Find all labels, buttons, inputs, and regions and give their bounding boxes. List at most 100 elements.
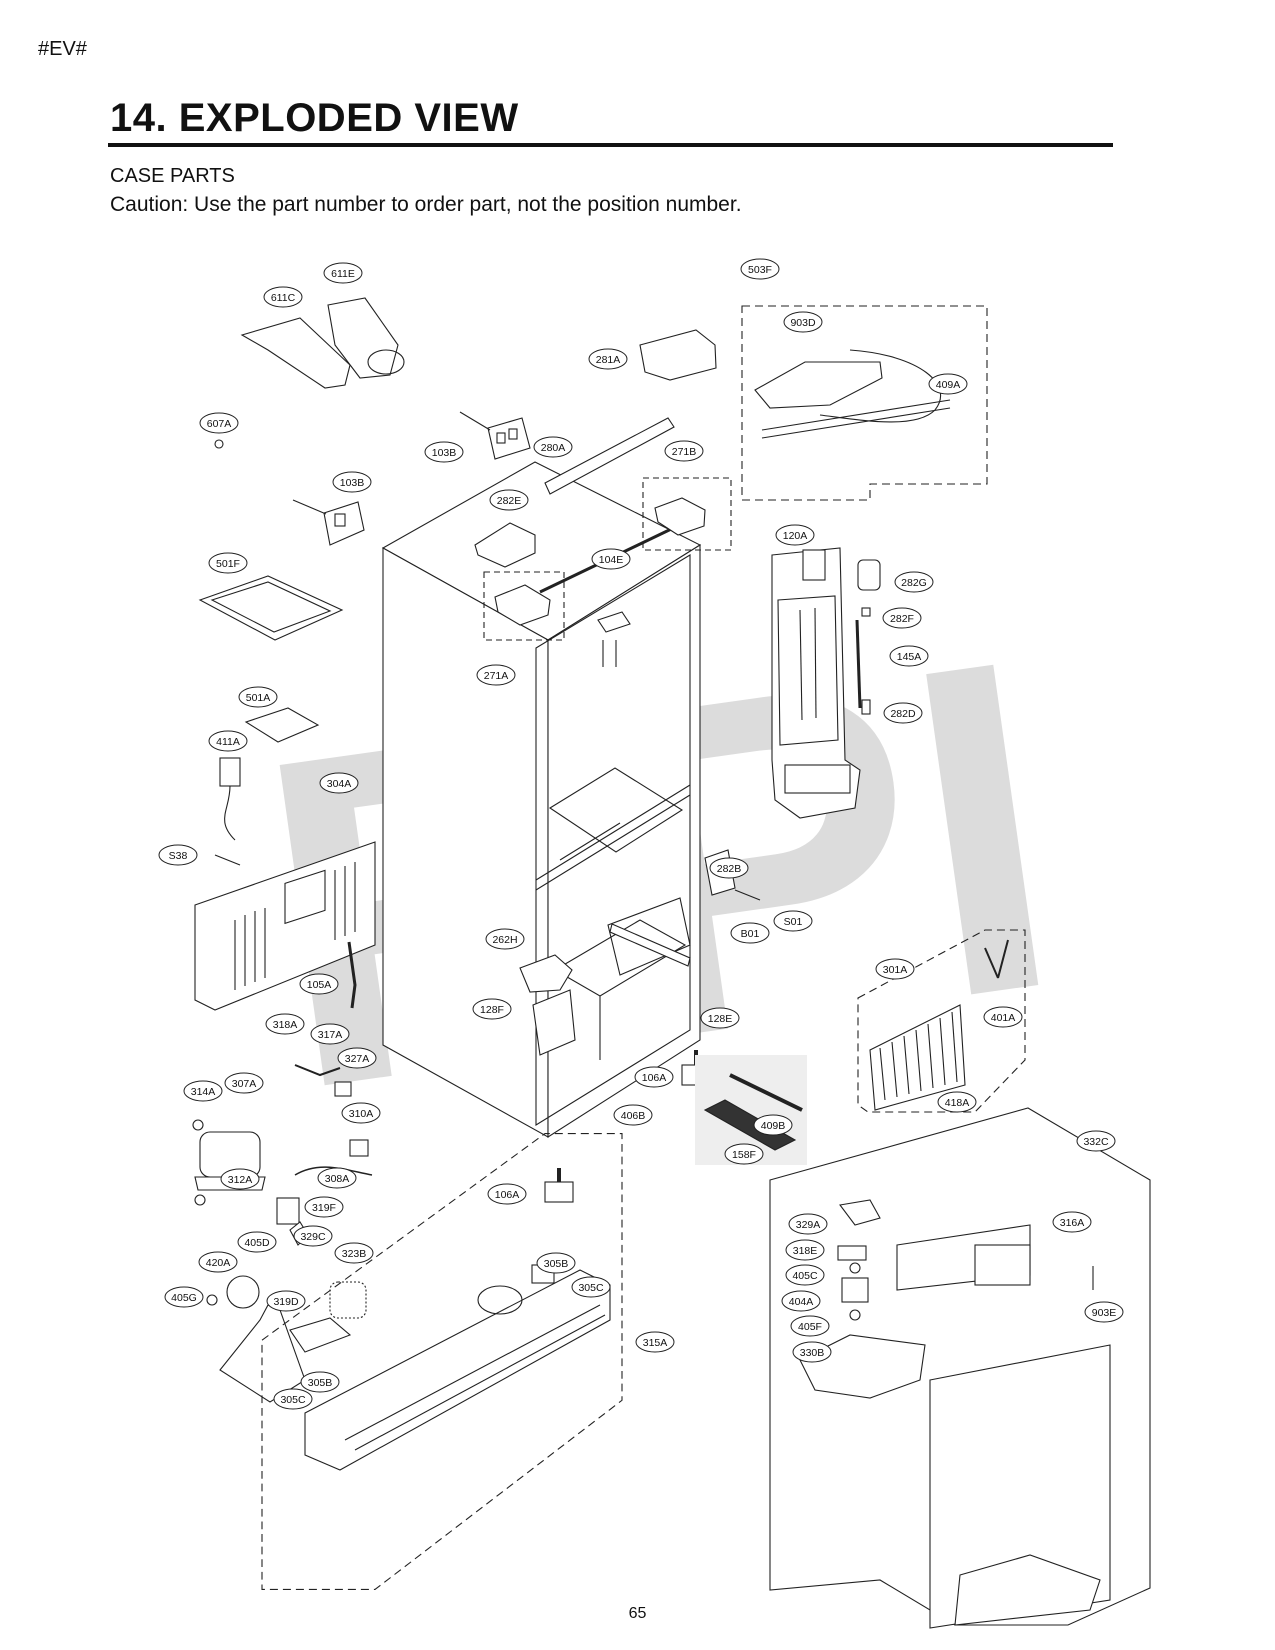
callout-405d: 405D [237, 1231, 277, 1253]
page-number: 65 [628, 1605, 647, 1622]
control-box-128f [532, 989, 576, 1056]
callout-418a: 418A [937, 1091, 977, 1113]
callout-420a: 420A [198, 1251, 238, 1273]
top-cover-281a [639, 329, 717, 381]
callout-106a: 106A [634, 1066, 674, 1088]
callout-128e: 128E [700, 1007, 740, 1029]
svg-text:S01: S01 [784, 916, 803, 928]
callout-282e: 282E [489, 489, 529, 511]
nut-405c [849, 1262, 861, 1274]
svg-text:903D: 903D [790, 317, 816, 329]
svg-text:310A: 310A [349, 1108, 374, 1120]
callout-332c: 332C [1076, 1130, 1116, 1152]
capillary-318a [294, 1064, 341, 1077]
svg-text:282B: 282B [717, 863, 742, 875]
callout-607a: 607A [199, 412, 239, 434]
callout-282f: 282F [882, 607, 922, 629]
fan-blade-329a [839, 1199, 881, 1226]
callout-305c: 305C [273, 1388, 313, 1410]
leveling-leg-106a-lower [544, 1168, 574, 1203]
svg-text:104E: 104E [599, 554, 624, 566]
svg-text:280A: 280A [541, 442, 566, 454]
callout-405c: 405C [785, 1264, 825, 1286]
dispenser-housing [896, 1224, 1111, 1629]
callout-106a: 106A [487, 1183, 527, 1205]
relay-327a [334, 1081, 352, 1097]
callout-262h: 262H [485, 928, 525, 950]
svg-text:607A: 607A [207, 418, 232, 430]
callout-282b: 282B [709, 857, 749, 879]
svg-text:282G: 282G [901, 577, 927, 589]
nut-405f [849, 1309, 861, 1321]
svg-text:103B: 103B [432, 447, 457, 459]
top-rail [544, 417, 675, 495]
callout-406b: 406B [613, 1104, 653, 1126]
callout-304a: 304A [319, 772, 359, 794]
callout-404a: 404A [781, 1290, 821, 1312]
callout-b01: B01 [730, 922, 770, 944]
svg-text:105A: 105A [307, 979, 332, 991]
callout-501a: 501A [238, 686, 278, 708]
callout-307a: 307A [224, 1072, 264, 1094]
svg-text:420A: 420A [206, 1257, 231, 1269]
nut-405g [206, 1294, 218, 1306]
svg-text:314A: 314A [191, 1086, 216, 1098]
svg-text:501F: 501F [216, 558, 240, 570]
callout-282g: 282G [894, 571, 934, 593]
svg-text:305B: 305B [308, 1377, 333, 1389]
callout-405g: 405G [164, 1286, 204, 1308]
holder-319f [276, 1197, 300, 1225]
svg-text:329C: 329C [300, 1231, 326, 1243]
svg-text:282F: 282F [890, 613, 914, 625]
drain-hose-105a [347, 941, 357, 1009]
hinge-box-271a [483, 571, 565, 641]
dispenser-box-332c [769, 1107, 1151, 1626]
svg-text:312A: 312A [228, 1174, 253, 1186]
evaporator-cover-120a [771, 547, 861, 819]
callout-503f: 503F [740, 258, 780, 280]
svg-text:308A: 308A [325, 1173, 350, 1185]
callout-329c: 329C [293, 1225, 333, 1247]
dispenser-box-503f [741, 305, 988, 501]
svg-text:304A: 304A [327, 778, 352, 790]
page-title: 14. EXPLODED VIEW [110, 96, 519, 140]
svg-text:305C: 305C [578, 1282, 604, 1294]
callout-319d: 319D [266, 1290, 306, 1312]
svg-text:B01: B01 [741, 928, 760, 940]
callout-314a: 314A [183, 1080, 223, 1102]
svg-text:903E: 903E [1092, 1307, 1117, 1319]
evaporator-301a [869, 1004, 966, 1111]
callout-330b: 330B [792, 1341, 832, 1363]
svg-text:411A: 411A [216, 736, 240, 748]
damper-262h [519, 954, 573, 993]
section-subtitle: CASE PARTS [110, 165, 235, 187]
clip-104e [597, 611, 631, 633]
title-underline [108, 143, 1113, 147]
seal-282g [857, 559, 881, 591]
svg-text:307A: 307A [232, 1078, 257, 1090]
callout-312a: 312A [220, 1168, 260, 1190]
evaporator-box-301a [857, 929, 1026, 1113]
svg-text:271B: 271B [672, 446, 697, 458]
callout-282d: 282D [883, 702, 923, 724]
svg-text:406B: 406B [621, 1110, 646, 1122]
callout-611e: 611E [323, 262, 363, 284]
document-tag: #EV# [38, 38, 87, 60]
svg-text:319F: 319F [312, 1202, 336, 1214]
callout-401a: 401A [983, 1006, 1023, 1028]
svg-text:405G: 405G [171, 1292, 197, 1304]
harness-308a [294, 1166, 373, 1176]
svg-text:405F: 405F [798, 1321, 822, 1333]
svg-text:282E: 282E [497, 495, 522, 507]
svg-text:318A: 318A [273, 1019, 298, 1031]
callout-501f: 501F [208, 552, 248, 574]
filter-158f [703, 1099, 797, 1151]
screw-607a [214, 439, 224, 449]
callout-903d: 903D [783, 311, 823, 333]
callout-120a: 120A [775, 524, 815, 546]
callout-409b: 409B [753, 1114, 793, 1136]
callout-158f: 158F [724, 1143, 764, 1165]
svg-text:106A: 106A [642, 1072, 667, 1084]
callout-305b: 305B [536, 1252, 576, 1274]
